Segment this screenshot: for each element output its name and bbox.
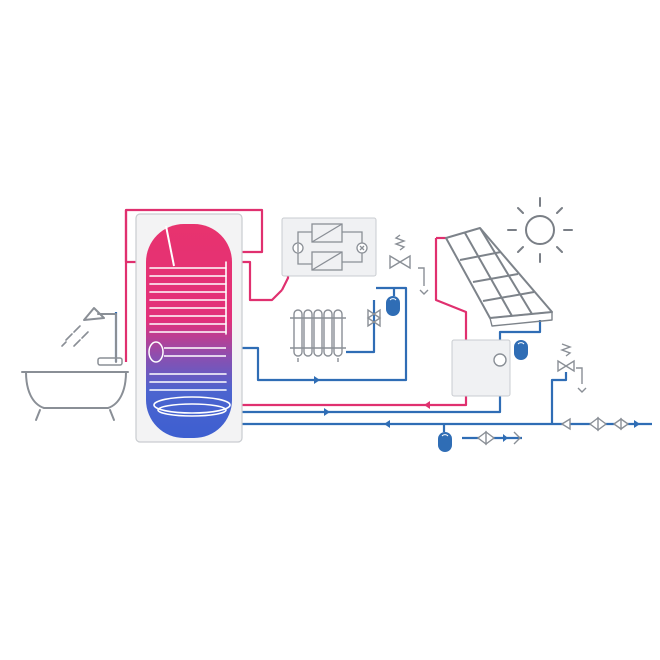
collector-stand [489, 311, 553, 327]
shower-pipe [97, 313, 117, 363]
valve-icon [366, 234, 429, 328]
mains-drain-symbol [576, 367, 587, 393]
collector-grid-h2 [472, 273, 519, 283]
flow-arrow-heat-return [314, 376, 320, 384]
mains-stop-valve-1 [588, 416, 608, 432]
flow-arrows [314, 376, 430, 428]
mid-coil-connection [164, 347, 226, 357]
heat-pump-unit-icon [281, 217, 377, 277]
flow-arrow-solar-return [424, 401, 430, 409]
bathtub-feet [35, 409, 115, 421]
lower-heating-coil [149, 373, 231, 417]
safety-valve-icon [557, 343, 640, 432]
mains-stop-valve-2 [612, 417, 630, 431]
heatpump-drain-symbol [418, 267, 429, 295]
drain-valve-group [476, 430, 521, 446]
expansion-vessel-icon [386, 296, 528, 452]
mains-safety-valve [557, 359, 575, 373]
heatpump-safety-valve [389, 254, 411, 270]
sun-icon [507, 197, 573, 263]
hot-water-pipes [124, 208, 468, 407]
shower-mixer [97, 357, 123, 366]
upper-heating-coil [149, 261, 227, 335]
cold-pipe-heatpump-return [238, 286, 408, 382]
solar-collector-panel-icon [445, 227, 553, 327]
cold-pipe-radiator-return [346, 300, 376, 354]
mains-arrow-1 [634, 420, 640, 428]
flow-arrow-mains [384, 420, 390, 428]
mains-safety-spring [560, 343, 572, 357]
radiator-icon [290, 309, 346, 362]
collector-grid-v2 [479, 227, 533, 315]
radiator-valve [366, 308, 382, 328]
heatpump-safety-spring [394, 234, 406, 251]
cold-pipe-solar-station [236, 320, 542, 414]
collector-grid-h3 [482, 291, 535, 302]
tank-anode-rod [165, 225, 175, 267]
bathtub-body [21, 371, 129, 409]
solar-pump [493, 353, 507, 367]
collector-frame [445, 227, 553, 319]
bathtub-with-shower-icon [21, 307, 129, 421]
solar-pump-station-icon [451, 339, 511, 397]
expansion-vessel-solar [514, 340, 528, 360]
solar-station-casing [451, 339, 511, 397]
mains-check-valve [560, 417, 571, 431]
mid-sensor-pocket [148, 341, 164, 363]
drain-arrow [503, 434, 508, 442]
hot-pipe-to-heatpump [238, 260, 283, 302]
flow-arrow-solar-feed [324, 408, 330, 416]
hot-pipe-solar-return [236, 238, 468, 407]
expansion-vessel-heating [386, 296, 400, 316]
shower-head [83, 307, 105, 321]
shower-spray [61, 325, 89, 347]
tank-inner [146, 224, 232, 438]
storage-tank [135, 213, 243, 443]
collector-grid-v1 [464, 232, 513, 317]
drain-stop-valve [476, 430, 496, 446]
cold-pipe-mains-riser [550, 372, 568, 424]
expansion-vessel-water [438, 432, 452, 452]
drain-funnel [513, 431, 521, 445]
heat-pump-internals [292, 223, 368, 271]
